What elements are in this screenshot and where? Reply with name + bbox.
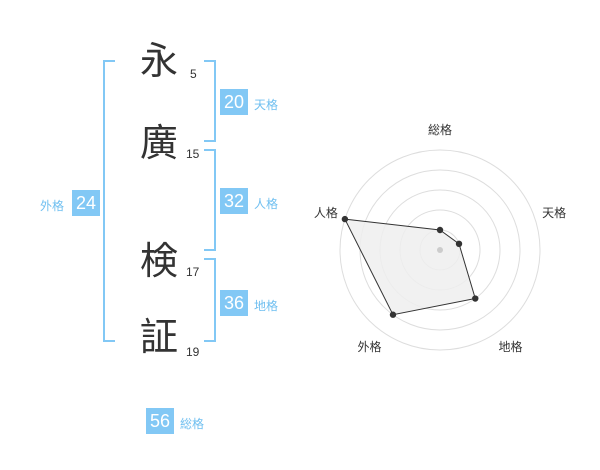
- stroke-count-3: 17: [186, 265, 200, 279]
- radar-axis-label-4: 外格: [357, 339, 381, 354]
- jinkaku-bracket: [204, 149, 216, 251]
- radar-axis-label-5: 人格: [314, 205, 338, 220]
- jinkaku-badge: 32: [220, 188, 248, 214]
- tenkaku-label: 天格: [254, 98, 279, 112]
- radar-area: [344, 218, 476, 316]
- stroke-count-2: 15: [186, 147, 200, 161]
- radar-point-1: [436, 226, 444, 234]
- radar-point-3: [472, 295, 479, 302]
- radar-axis-label-2: 天格: [542, 205, 566, 220]
- gaikaku-badge: 24: [72, 190, 100, 216]
- stroke-count-1: 5: [190, 67, 197, 81]
- name-char-1: 永: [140, 39, 179, 83]
- radar-axis-label-1: 総格: [428, 122, 452, 137]
- name-char-2: 廣: [140, 121, 179, 165]
- radar-point-2: [455, 240, 463, 248]
- radar-point-5: [341, 215, 349, 223]
- chikaku-bracket: [204, 258, 216, 342]
- gaikaku-label: 外格: [40, 199, 65, 213]
- radar-grid-ring: [339, 149, 541, 351]
- name-char-3: 検: [140, 239, 179, 283]
- jinkaku-label: 人格: [254, 197, 279, 211]
- radar-center: [437, 247, 443, 253]
- tenkaku-badge: 20: [220, 89, 248, 115]
- gaikaku-bracket: [103, 60, 115, 342]
- radar-axis-label-3: 地格: [499, 339, 523, 354]
- radar-point-4: [389, 311, 397, 318]
- name-char-4: 証: [140, 315, 179, 359]
- tenkaku-bracket: [204, 60, 216, 142]
- chikaku-label: 地格: [254, 299, 279, 313]
- chikaku-badge: 36: [220, 290, 248, 316]
- soukaku-label: 総格: [180, 417, 205, 431]
- stroke-count-4: 19: [186, 345, 200, 359]
- soukaku-badge: 56: [146, 408, 174, 434]
